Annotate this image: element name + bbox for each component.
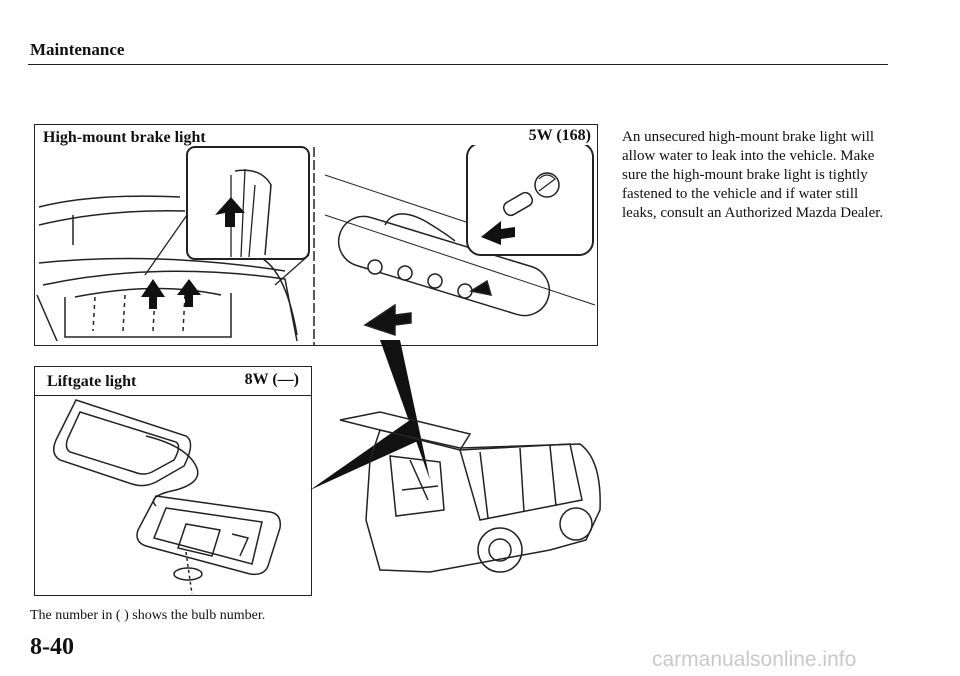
header-rule [28, 64, 888, 65]
high-mount-panel: High-mount brake light 5W (168) [34, 124, 598, 346]
bulb-icon [173, 567, 203, 581]
lamp-housing [136, 495, 282, 576]
bulb-icon [502, 191, 534, 217]
page-number: 8-40 [30, 634, 74, 660]
zoom-inset [144, 146, 310, 286]
callout-pointer [380, 340, 430, 480]
high-mount-bulb-number: 5W (168) [528, 127, 591, 144]
arrow-left-icon [481, 221, 515, 245]
bulb-number-footnote: The number in ( ) shows the bulb number. [30, 608, 266, 623]
removal-arrows [141, 279, 201, 309]
arrow-down-left-icon [363, 303, 412, 337]
high-mount-label: High-mount brake light [43, 129, 206, 146]
liftgate-panel: Liftgate light 8W (—) [34, 366, 312, 596]
section-title: Maintenance [30, 40, 125, 59]
callout-pointer [310, 420, 420, 490]
arrow-up-icon [141, 279, 165, 309]
high-mount-illustration [36, 145, 596, 345]
watermark: carmanualsonline.info [652, 648, 857, 671]
brake-lamp-unit [324, 174, 596, 337]
bulb-inset [466, 145, 594, 256]
arrow-up-icon [215, 197, 245, 227]
liftgate-bulb-number: 8W (—) [244, 371, 299, 388]
description-text: An unsecured high-mount brake light will… [622, 129, 884, 221]
lens-cover [53, 399, 192, 487]
minivan [339, 411, 601, 573]
vehicle-side-illustration [310, 340, 601, 573]
liftgate-lamp-illustration [53, 399, 282, 594]
liftgate-label: Liftgate light [47, 373, 137, 390]
arrow-up-icon [177, 279, 201, 307]
liftgate-label-rule [35, 395, 311, 396]
